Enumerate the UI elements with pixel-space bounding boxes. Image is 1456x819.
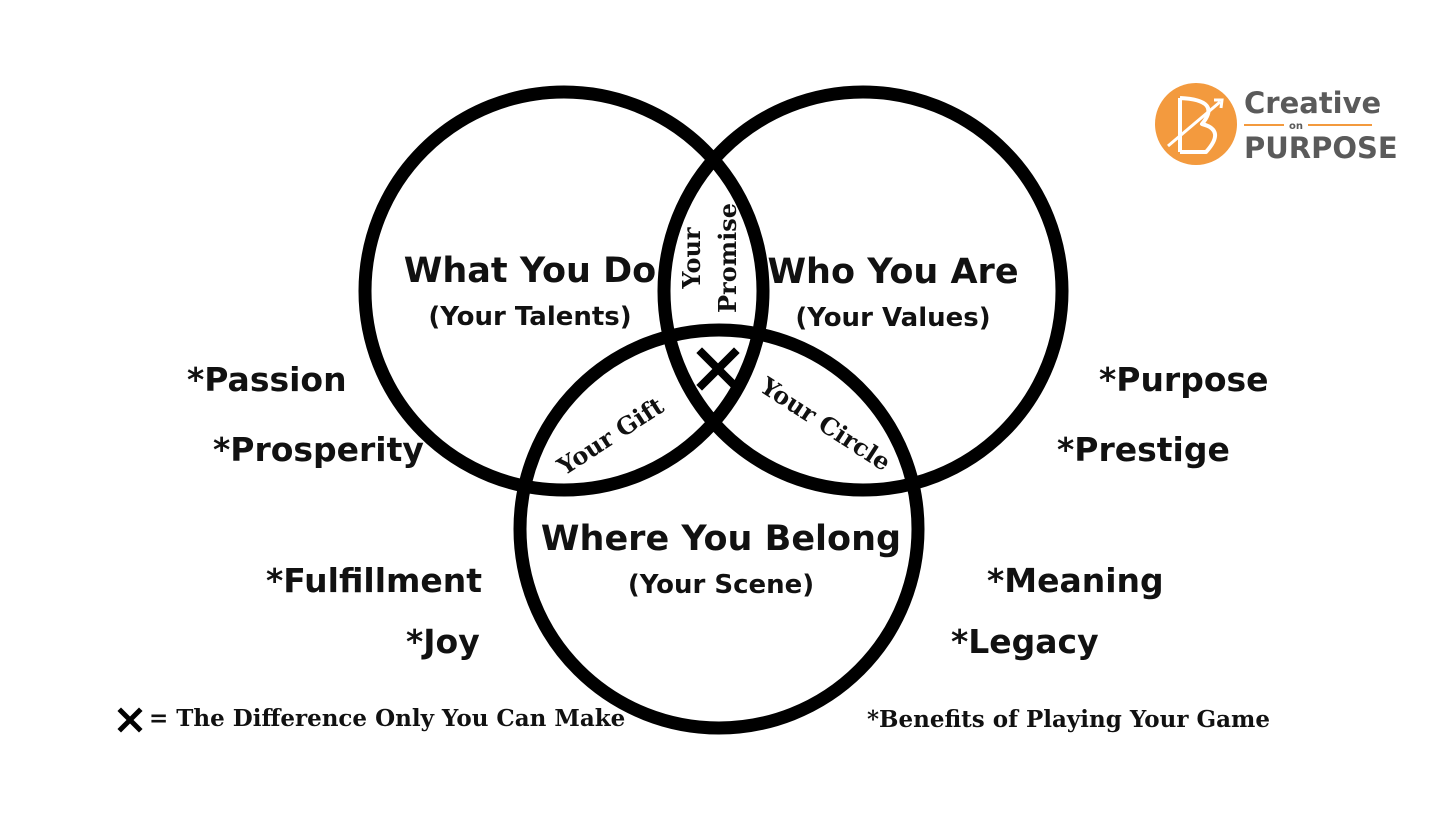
circle-subtitle-your-values: (Your Values) xyxy=(795,303,990,333)
logo-word-on: on xyxy=(1289,121,1303,132)
overlap-label-your-promise-line2: Promise xyxy=(713,203,742,313)
circle-where-you-belong xyxy=(513,323,925,735)
benefit-legacy: *Legacy xyxy=(951,622,1099,661)
circle-title-who-you-are: Who You Are xyxy=(767,252,1018,292)
circle-title-what-you-do: What You Do xyxy=(404,251,656,291)
circle-who-you-are xyxy=(657,85,1069,497)
logo-word-purpose: PURPOSE xyxy=(1244,131,1398,165)
benefit-fulfillment: *Fulfillment xyxy=(266,561,482,600)
benefit-prestige: *Prestige xyxy=(1057,430,1230,469)
circle-subtitle-your-talents: (Your Talents) xyxy=(428,302,631,332)
bow-and-arrow-b-icon xyxy=(1155,83,1237,165)
circle-subtitle-your-scene: (Your Scene) xyxy=(628,570,814,600)
footnote-benefits: *Benefits of Playing Your Game xyxy=(867,706,1270,733)
benefit-passion: *Passion xyxy=(187,360,347,399)
legend-text: = The Difference Only You Can Make xyxy=(149,705,625,732)
logo: Creative on PURPOSE xyxy=(1155,83,1398,165)
benefit-purpose: *Purpose xyxy=(1099,360,1269,399)
legend-x-mark-icon xyxy=(117,707,143,733)
benefit-prosperity: *Prosperity xyxy=(213,430,424,469)
x-mark-icon xyxy=(696,347,740,391)
benefit-meaning: *Meaning xyxy=(987,561,1164,600)
circle-what-you-do xyxy=(358,85,770,497)
logo-word-creative: Creative xyxy=(1244,86,1381,120)
circle-title-where-you-belong: Where You Belong xyxy=(541,519,901,559)
overlap-label-your-promise-line1: Your xyxy=(677,227,706,290)
benefit-joy: *Joy xyxy=(406,622,480,661)
overlap-label-your-circle: Your Circle xyxy=(754,370,896,476)
